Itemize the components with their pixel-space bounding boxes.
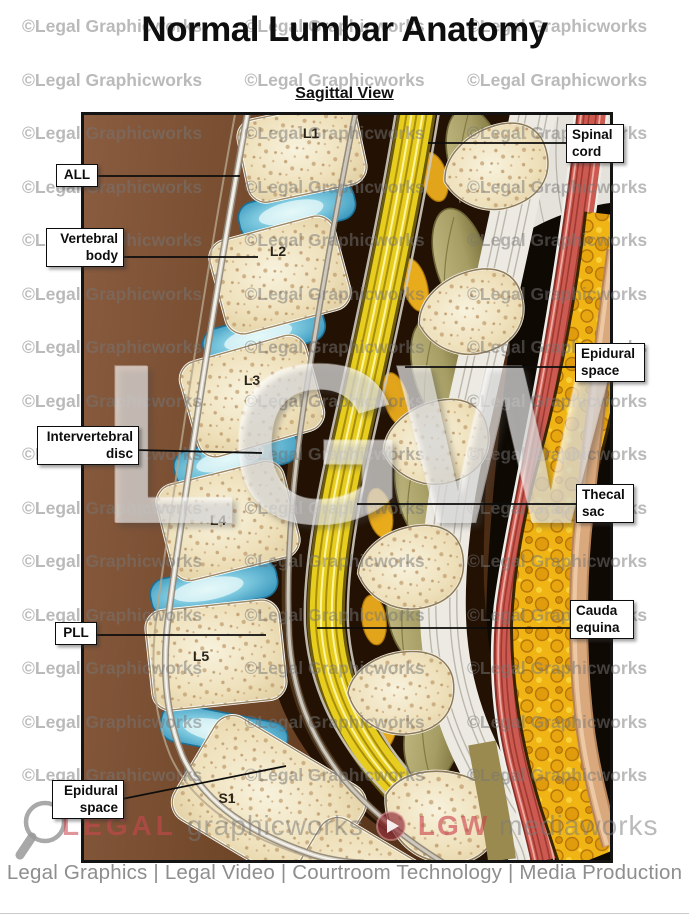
footer-services: Legal Graphics | Legal Video | Courtroom… <box>6 861 683 884</box>
label-epidural-space-right: Epidural space <box>575 343 645 382</box>
vertebral-bodies <box>144 115 473 860</box>
spinal-cord-cauda <box>303 115 473 860</box>
vertebra-label-l5: L5 <box>192 648 210 664</box>
label-vertebral-body: Vertebral body <box>46 228 124 267</box>
label-pll: PLL <box>55 622 97 645</box>
label-intervertebral-disc: Intervertebral disc <box>37 426 139 465</box>
label-spinal-cord: Spinal cord <box>566 124 624 163</box>
vertebra-label-l4: L4 <box>209 512 227 528</box>
vertebra-label-l3: L3 <box>243 372 261 388</box>
spinous-processes <box>346 121 550 860</box>
footer-divider <box>0 913 689 914</box>
fascia-band <box>468 740 516 860</box>
vertebra-label-l2: L2 <box>269 243 287 259</box>
vertebra-label-l1: L1 <box>302 125 320 141</box>
view-subtitle: Sagittal View <box>295 85 394 102</box>
anatomy-illustration <box>81 112 613 863</box>
label-thecal-sac: Thecal sac <box>576 484 634 523</box>
label-epidural-space-left: Epidural space <box>52 780 124 819</box>
all-line <box>152 115 365 860</box>
pll-line <box>285 115 445 860</box>
vertebra-label-s1: S1 <box>218 790 236 806</box>
page-title: Normal Lumbar Anatomy <box>141 10 548 49</box>
label-cauda-equina: Cauda equina <box>570 600 634 639</box>
label-all: ALL <box>56 164 98 187</box>
magnifier-icon <box>15 800 67 860</box>
